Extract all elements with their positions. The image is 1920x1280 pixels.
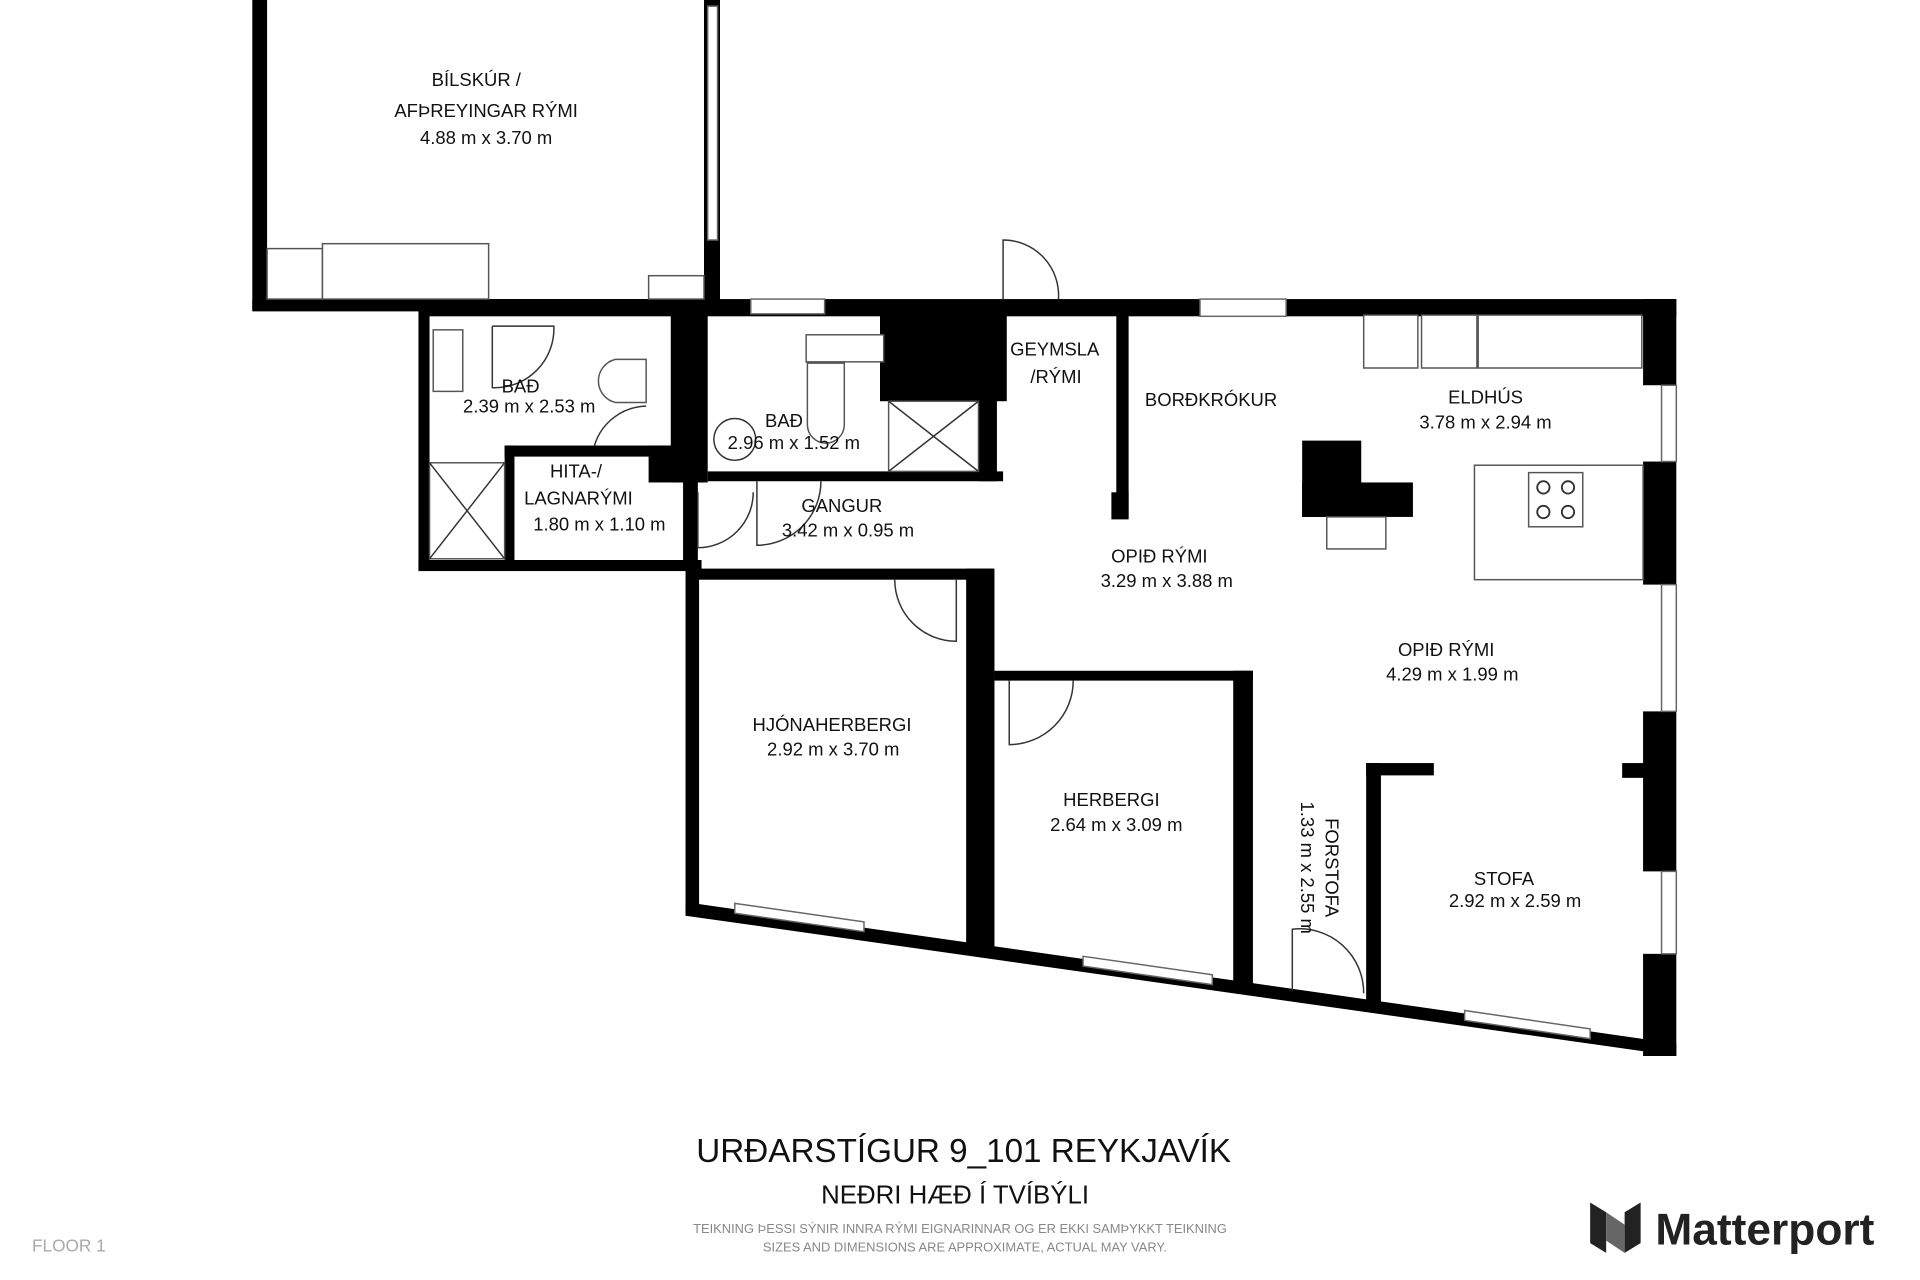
fixtures <box>266 242 1644 581</box>
master-size: 2.92 m x 3.70 m <box>767 739 899 760</box>
open2-size: 4.29 m x 1.99 m <box>1386 664 1518 685</box>
utility-name-2: LAGNARÝMI <box>524 488 633 509</box>
entry-size: 1.33 m x 2.55 m <box>1297 802 1318 934</box>
living-name: STOFA <box>1474 868 1535 889</box>
doors <box>491 239 1365 994</box>
address-title: URÐARSTÍGUR 9_101 REYKJAVÍK <box>696 1133 1231 1170</box>
kitchen-name: ELDHÚS <box>1448 387 1523 408</box>
garage-size: 4.88 m x 3.70 m <box>420 127 552 148</box>
room-labels: BÍLSKÚR / AFÞREYINGAR RÝMI 4.88 m x 3.70… <box>394 69 1581 934</box>
matterport-logo-icon <box>1590 1202 1641 1253</box>
garage-name-2: AFÞREYINGAR RÝMI <box>394 100 578 121</box>
open1-size: 3.29 m x 3.88 m <box>1101 570 1233 591</box>
kitchen-size: 3.78 m x 2.94 m <box>1419 411 1551 432</box>
open2-name: OPIÐ RÝMI <box>1398 639 1494 660</box>
garage-name-1: BÍLSKÚR / <box>432 69 522 90</box>
windows <box>706 5 1678 1040</box>
open1-name: OPIÐ RÝMI <box>1111 545 1207 566</box>
living-size: 2.92 m x 2.59 m <box>1449 890 1581 911</box>
hall-name: GANGUR <box>801 495 882 516</box>
utility-name-1: HITA-/ <box>550 461 603 482</box>
bath1-size: 2.39 m x 2.53 m <box>463 395 595 416</box>
floor-label: FLOOR 1 <box>32 1236 106 1256</box>
brand-name: Matterport <box>1655 1205 1874 1254</box>
bedroom-name: HERBERGI <box>1063 789 1159 810</box>
bath2-name: BAÐ <box>765 410 803 431</box>
master-name: HJÓNAHERBERGI <box>753 714 912 735</box>
hall-size: 3.42 m x 0.95 m <box>782 520 914 541</box>
dining-name: BORÐKRÓKUR <box>1145 389 1277 410</box>
storage-name-2: /RÝMI <box>1030 366 1081 387</box>
disclaimer-en: SIZES AND DIMENSIONS ARE APPROXIMATE, AC… <box>763 1240 1167 1255</box>
entry-name: FORSTOFA <box>1322 818 1343 918</box>
bedroom-size: 2.64 m x 3.09 m <box>1050 814 1182 835</box>
bath2-size: 2.96 m x 1.52 m <box>728 432 860 453</box>
disclaimer-is: TEIKNING ÞESSI SÝNIR INNRA RÝMI EIGNARIN… <box>693 1221 1227 1236</box>
storage-name-1: GEYMSLA <box>1010 339 1100 360</box>
floor-subtitle: NEÐRI HÆÐ Í TVÍBÝLI <box>821 1181 1089 1210</box>
utility-size: 1.80 m x 1.10 m <box>533 513 665 534</box>
bath1-name: BAÐ <box>502 376 540 397</box>
stove-burners <box>1536 480 1576 520</box>
